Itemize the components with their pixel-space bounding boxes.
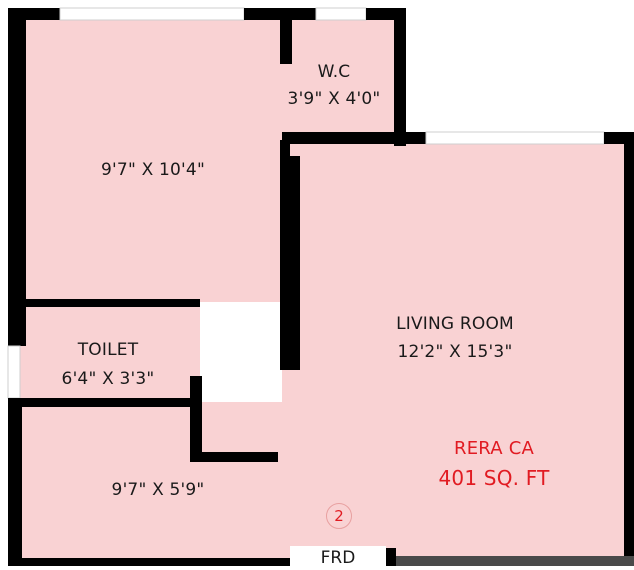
toilet-floor <box>20 304 200 402</box>
rera-area: 401 SQ. FT <box>438 466 550 490</box>
wall-wc-right <box>394 8 406 146</box>
bedroom-dimensions: 9'7" X 10'4" <box>101 160 205 180</box>
living-floor <box>282 140 634 566</box>
wall-living-left-thick <box>288 156 300 370</box>
wall-kitchen-horizontal <box>190 452 278 462</box>
wall-top-mid <box>244 8 316 20</box>
wall-bottom-right-grey <box>396 556 634 566</box>
living-room-label: LIVING ROOM <box>396 314 514 334</box>
window-left <box>7 345 21 399</box>
wc-dimensions: 3'9" X 4'0" <box>287 89 381 109</box>
wall-bedroom-right <box>280 140 290 370</box>
wall-kitchen-vertical <box>190 376 202 460</box>
unit-number-marker: 2 <box>326 503 352 529</box>
wall-bottom-left <box>8 558 290 566</box>
wall-bottom-right <box>386 548 396 566</box>
wall-toilet-bottom <box>20 398 198 407</box>
kitchen-dimensions: 9'7" X 5'9" <box>111 480 205 500</box>
window-top-left <box>59 7 245 21</box>
wall-left-upper <box>8 8 26 346</box>
toilet-label: TOILET <box>77 340 139 360</box>
window-top-wc <box>315 7 367 21</box>
wall-right <box>624 132 634 566</box>
window-living-top <box>425 131 605 145</box>
wc-floor <box>282 18 394 140</box>
wall-bedroom-bottom <box>26 299 200 307</box>
bedroom-floor <box>20 18 282 302</box>
toilet-dimensions: 6'4" X 3'3" <box>61 369 155 389</box>
wall-living-top-left <box>282 132 426 144</box>
kitchen-floor <box>20 402 290 566</box>
rera-label: RERA CA <box>454 438 534 459</box>
wc-label: W.C <box>317 62 351 82</box>
living-room-dimensions: 12'2" X 15'3" <box>397 342 513 362</box>
wall-left-lower <box>8 398 22 566</box>
frd-door-label: FRD <box>290 546 386 568</box>
wall-wc-left <box>280 18 292 64</box>
